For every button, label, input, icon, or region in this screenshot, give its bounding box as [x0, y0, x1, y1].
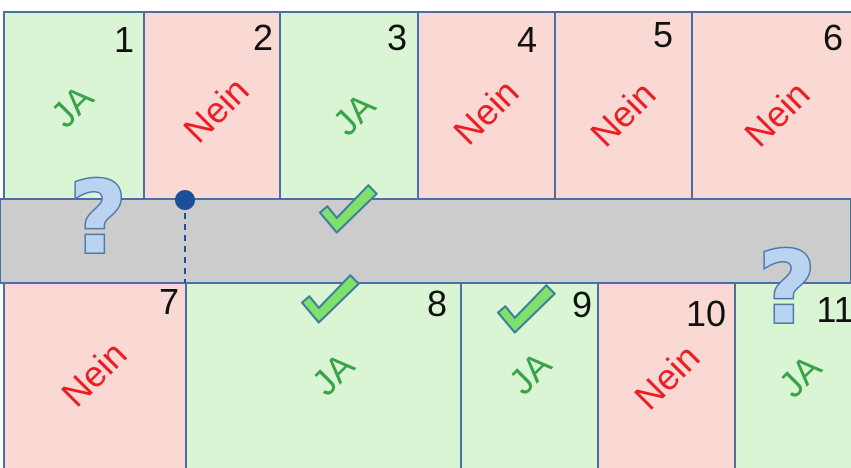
question-mark-icon: ? — [69, 159, 127, 276]
lot-number: 11 — [816, 289, 851, 330]
lot-number: 8 — [427, 283, 447, 324]
lot-area — [597, 282, 736, 468]
lot-number: 3 — [387, 17, 407, 58]
checkmark-icon — [496, 284, 556, 334]
lot-number: 6 — [823, 17, 843, 58]
lot-9: 9JA — [460, 282, 599, 468]
lot-area — [3, 11, 145, 200]
question-mark-icon: ? — [758, 229, 816, 346]
checkmark-icon — [300, 274, 360, 324]
lot-number: 2 — [253, 17, 273, 58]
lot-number: 9 — [572, 284, 592, 325]
lot-area — [279, 11, 419, 200]
lot-area — [691, 11, 851, 200]
lot-number: 5 — [653, 14, 673, 55]
location-marker-icon — [175, 190, 195, 210]
lot-number: 4 — [517, 19, 537, 60]
lot-number: 10 — [686, 293, 726, 334]
lot-1: 1JA — [3, 11, 145, 200]
lot-number: 7 — [159, 281, 179, 322]
lot-3: 3JA — [279, 11, 419, 200]
street — [0, 198, 851, 284]
lot-area — [554, 11, 693, 200]
lot-area — [734, 282, 851, 468]
lot-area — [3, 282, 187, 468]
checkmark-icon — [318, 184, 378, 234]
lot-area — [417, 11, 556, 200]
lot-number: 1 — [114, 19, 134, 60]
